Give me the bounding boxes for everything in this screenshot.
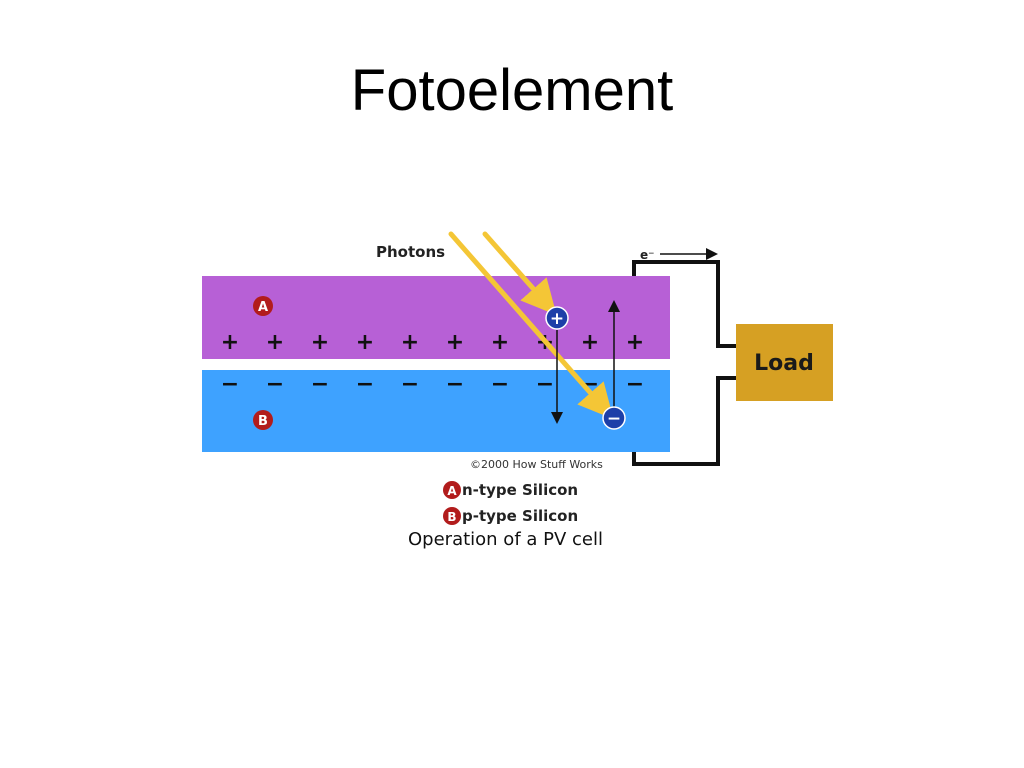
positive-charge: + <box>356 330 374 355</box>
load-box <box>736 324 833 401</box>
photon-ray <box>448 231 614 420</box>
negative-charge: − <box>401 372 419 397</box>
positive-charge: + <box>581 330 599 355</box>
negative-charge: − <box>221 372 239 397</box>
svg-text:B: B <box>447 510 456 524</box>
negative-charge: − <box>266 372 284 397</box>
legend-item-a: A n-type Silicon <box>443 481 578 499</box>
hole-carrier: + <box>545 306 569 330</box>
photons-label: Photons <box>376 243 445 261</box>
svg-text:A: A <box>447 484 457 498</box>
positive-charge: + <box>221 330 239 355</box>
positive-charge: + <box>446 330 464 355</box>
svg-text:B: B <box>258 414 268 429</box>
negative-charge: − <box>626 372 644 397</box>
positive-charge: + <box>491 330 509 355</box>
circuit-wire-bottom <box>632 376 736 466</box>
positive-charge: + <box>626 330 644 355</box>
electron-carrier: − <box>602 406 626 430</box>
electron-label: e⁻ <box>640 248 654 262</box>
load-label: Load <box>754 351 814 376</box>
positive-charge: + <box>401 330 419 355</box>
legend-text: n-type Silicon <box>462 481 578 499</box>
legend-text: p-type Silicon <box>462 507 578 525</box>
svg-text:A: A <box>258 300 268 315</box>
negative-charge: − <box>446 372 464 397</box>
positive-charge: + <box>311 330 329 355</box>
positive-charge: + <box>266 330 284 355</box>
slide-title: Fotoelement <box>350 58 674 123</box>
negative-charge: − <box>536 372 554 397</box>
layer-a-marker: A <box>253 296 273 316</box>
positive-charge-row: ++++++++++ <box>221 330 644 355</box>
layer-b-marker: B <box>253 410 273 430</box>
n-type-layer <box>202 276 670 359</box>
circuit-wire-top <box>632 260 736 348</box>
negative-charge-row: −−−−−−−−−− <box>221 372 644 397</box>
diagram-caption: Operation of a PV cell <box>408 529 603 550</box>
svg-text:−: − <box>607 409 621 429</box>
svg-text:+: + <box>550 309 564 329</box>
photon-ray <box>482 231 557 316</box>
negative-charge: − <box>491 372 509 397</box>
legend-item-b: B p-type Silicon <box>443 507 578 525</box>
copyright-text: ©2000 How Stuff Works <box>470 458 603 471</box>
negative-charge: − <box>356 372 374 397</box>
negative-charge: − <box>311 372 329 397</box>
